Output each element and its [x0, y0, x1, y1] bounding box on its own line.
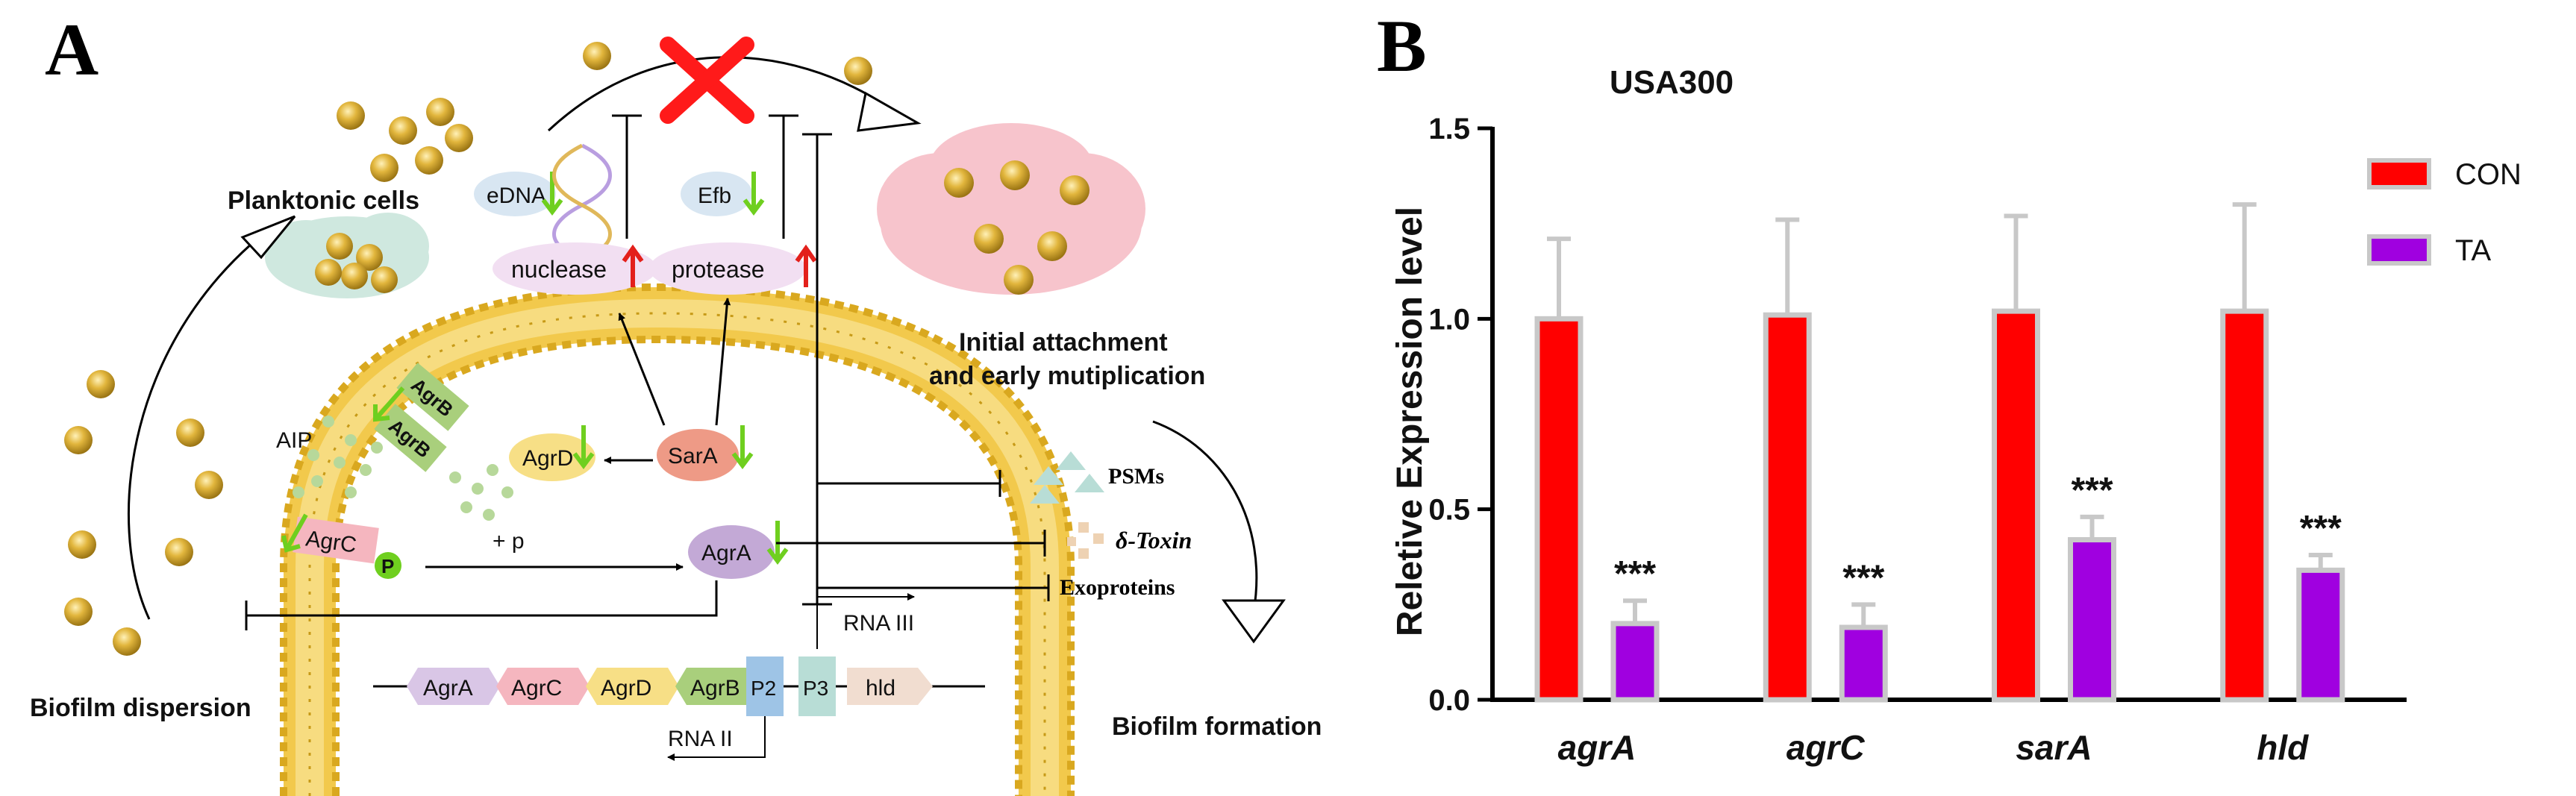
- y-axis-label: Reletive Expression level: [1390, 207, 1430, 636]
- agrc-down-arrow-icon: [281, 513, 308, 553]
- y-tick-label: 1.0: [1428, 303, 1470, 336]
- agra-down-arrow-icon: [766, 521, 789, 565]
- dtoxin-squares-icon: [1067, 522, 1104, 559]
- operon-agrb: AgrB: [690, 676, 740, 701]
- aip-dots: [293, 416, 513, 521]
- efb-label: Efb: [698, 184, 731, 208]
- x-tick-label: sarA: [2016, 728, 2092, 767]
- cell-membrane: [280, 283, 1075, 796]
- bar: [2296, 567, 2345, 703]
- significance-label: ***: [2071, 471, 2113, 510]
- panel-a-letter: A: [45, 8, 99, 91]
- legend-swatch: [2367, 158, 2431, 189]
- operon-hld: hld: [866, 676, 895, 701]
- chart-title: USA300: [1610, 64, 1734, 101]
- sara-down-arrow-icon: [731, 425, 754, 469]
- y-tick-label: 1.5: [1428, 113, 1470, 145]
- edna-down-arrow-icon: [541, 172, 563, 216]
- operon-agrc: AgrC: [511, 676, 562, 701]
- rna3-arrow: [816, 593, 915, 649]
- plus-p-label: + p: [493, 529, 525, 554]
- edna-node: [474, 172, 556, 216]
- panel-b-letter: B: [1377, 4, 1427, 87]
- chart-bars: *** *** *** ***: [1534, 202, 2345, 703]
- rna3-label: RNA III: [843, 611, 914, 636]
- phosphate-icon: [375, 552, 401, 579]
- nuclease-label: nuclease: [511, 256, 607, 283]
- operon-p2: P2: [751, 677, 776, 700]
- bar: [1610, 621, 1660, 703]
- phosphate-label: P: [381, 555, 394, 577]
- protease-label: protease: [672, 256, 765, 283]
- planktonic-cluster: [265, 213, 429, 298]
- chart-legend: CON TA: [2367, 158, 2522, 267]
- protease-node: [649, 242, 806, 295]
- sara-node: [657, 429, 739, 481]
- sara-label: SarA: [668, 444, 718, 468]
- nuclease-node: [493, 242, 657, 295]
- operon-p3: P3: [803, 677, 828, 700]
- agrd-node: [509, 433, 595, 481]
- operon-genes: [407, 656, 933, 716]
- nuclease-up-arrow-icon: [622, 244, 644, 287]
- biofilm-regulation-diagram: A Planktonic cells: [30, 8, 1322, 796]
- planktonic-cell-group: [64, 42, 872, 656]
- y-tick-label: 0.5: [1428, 494, 1470, 527]
- agra-label: AgrA: [701, 541, 751, 565]
- exoproteins-label: Exoproteins: [1060, 575, 1175, 600]
- significance-label: ***: [1842, 558, 1884, 598]
- bar: [2220, 308, 2269, 703]
- psms-label: PSMs: [1108, 464, 1164, 489]
- dispersion-arrow: [128, 222, 277, 620]
- psms-triangles-icon: [1030, 451, 1104, 504]
- agrc-node: [293, 516, 379, 564]
- expression-bar-chart: B USA300 Reletive Expression level 0.0 0.…: [1377, 4, 2522, 767]
- bar: [1992, 308, 2040, 703]
- bar: [1534, 316, 1584, 703]
- legend-label: TA: [2455, 234, 2491, 267]
- x-tick-label: agrC: [1786, 728, 1866, 767]
- bar: [1763, 312, 1812, 703]
- aip-label: AIP: [276, 428, 312, 453]
- operon-agrd: AgrD: [601, 676, 651, 701]
- agra-feedback-line: [246, 580, 718, 617]
- rna2-label: RNA II: [668, 727, 733, 751]
- rna2-arrow: [667, 716, 766, 761]
- significance-label: ***: [1614, 554, 1656, 594]
- sara-to-protease-arrow: [715, 298, 731, 426]
- biofilm-dispersion-label: Biofilm dispersion: [30, 694, 251, 722]
- initial-attachment-label-1: Initial attachment: [959, 328, 1168, 357]
- legend-label: CON: [2455, 158, 2522, 191]
- agrd-down-arrow-icon: [572, 425, 595, 469]
- planktonic-label: Planktonic cells: [228, 187, 419, 215]
- x-tick-label: hld: [2257, 728, 2309, 767]
- bar: [1839, 624, 1888, 703]
- initial-attachment-label-2: and early mutiplication: [929, 362, 1205, 390]
- agrb-down-arrow-icon: [373, 386, 405, 422]
- efb-down-arrow-icon: [743, 172, 765, 216]
- bar: [2068, 537, 2116, 703]
- agrb-complex: [374, 363, 469, 472]
- sara-to-nuclease-arrow: [618, 313, 666, 426]
- legend-swatch: [2367, 234, 2431, 266]
- inhibition-cross-icon: [660, 37, 754, 124]
- biofilm-formation-label: Biofilm formation: [1112, 712, 1322, 741]
- significance-label: ***: [2300, 509, 2342, 548]
- agra-node: [688, 525, 775, 579]
- edna-label: eDNA: [487, 184, 546, 208]
- attached-biofilm-cluster: [877, 123, 1145, 295]
- dtoxin-label: δ-Toxin: [1116, 527, 1192, 554]
- y-tick-label: 0.0: [1428, 684, 1470, 717]
- operon-agra: AgrA: [423, 676, 473, 701]
- efb-node: [681, 172, 752, 216]
- protease-up-arrow-icon: [795, 244, 817, 287]
- x-tick-label: agrA: [1558, 728, 1636, 767]
- formation-arrow: [1152, 420, 1258, 612]
- agrd-label: AgrD: [522, 446, 573, 471]
